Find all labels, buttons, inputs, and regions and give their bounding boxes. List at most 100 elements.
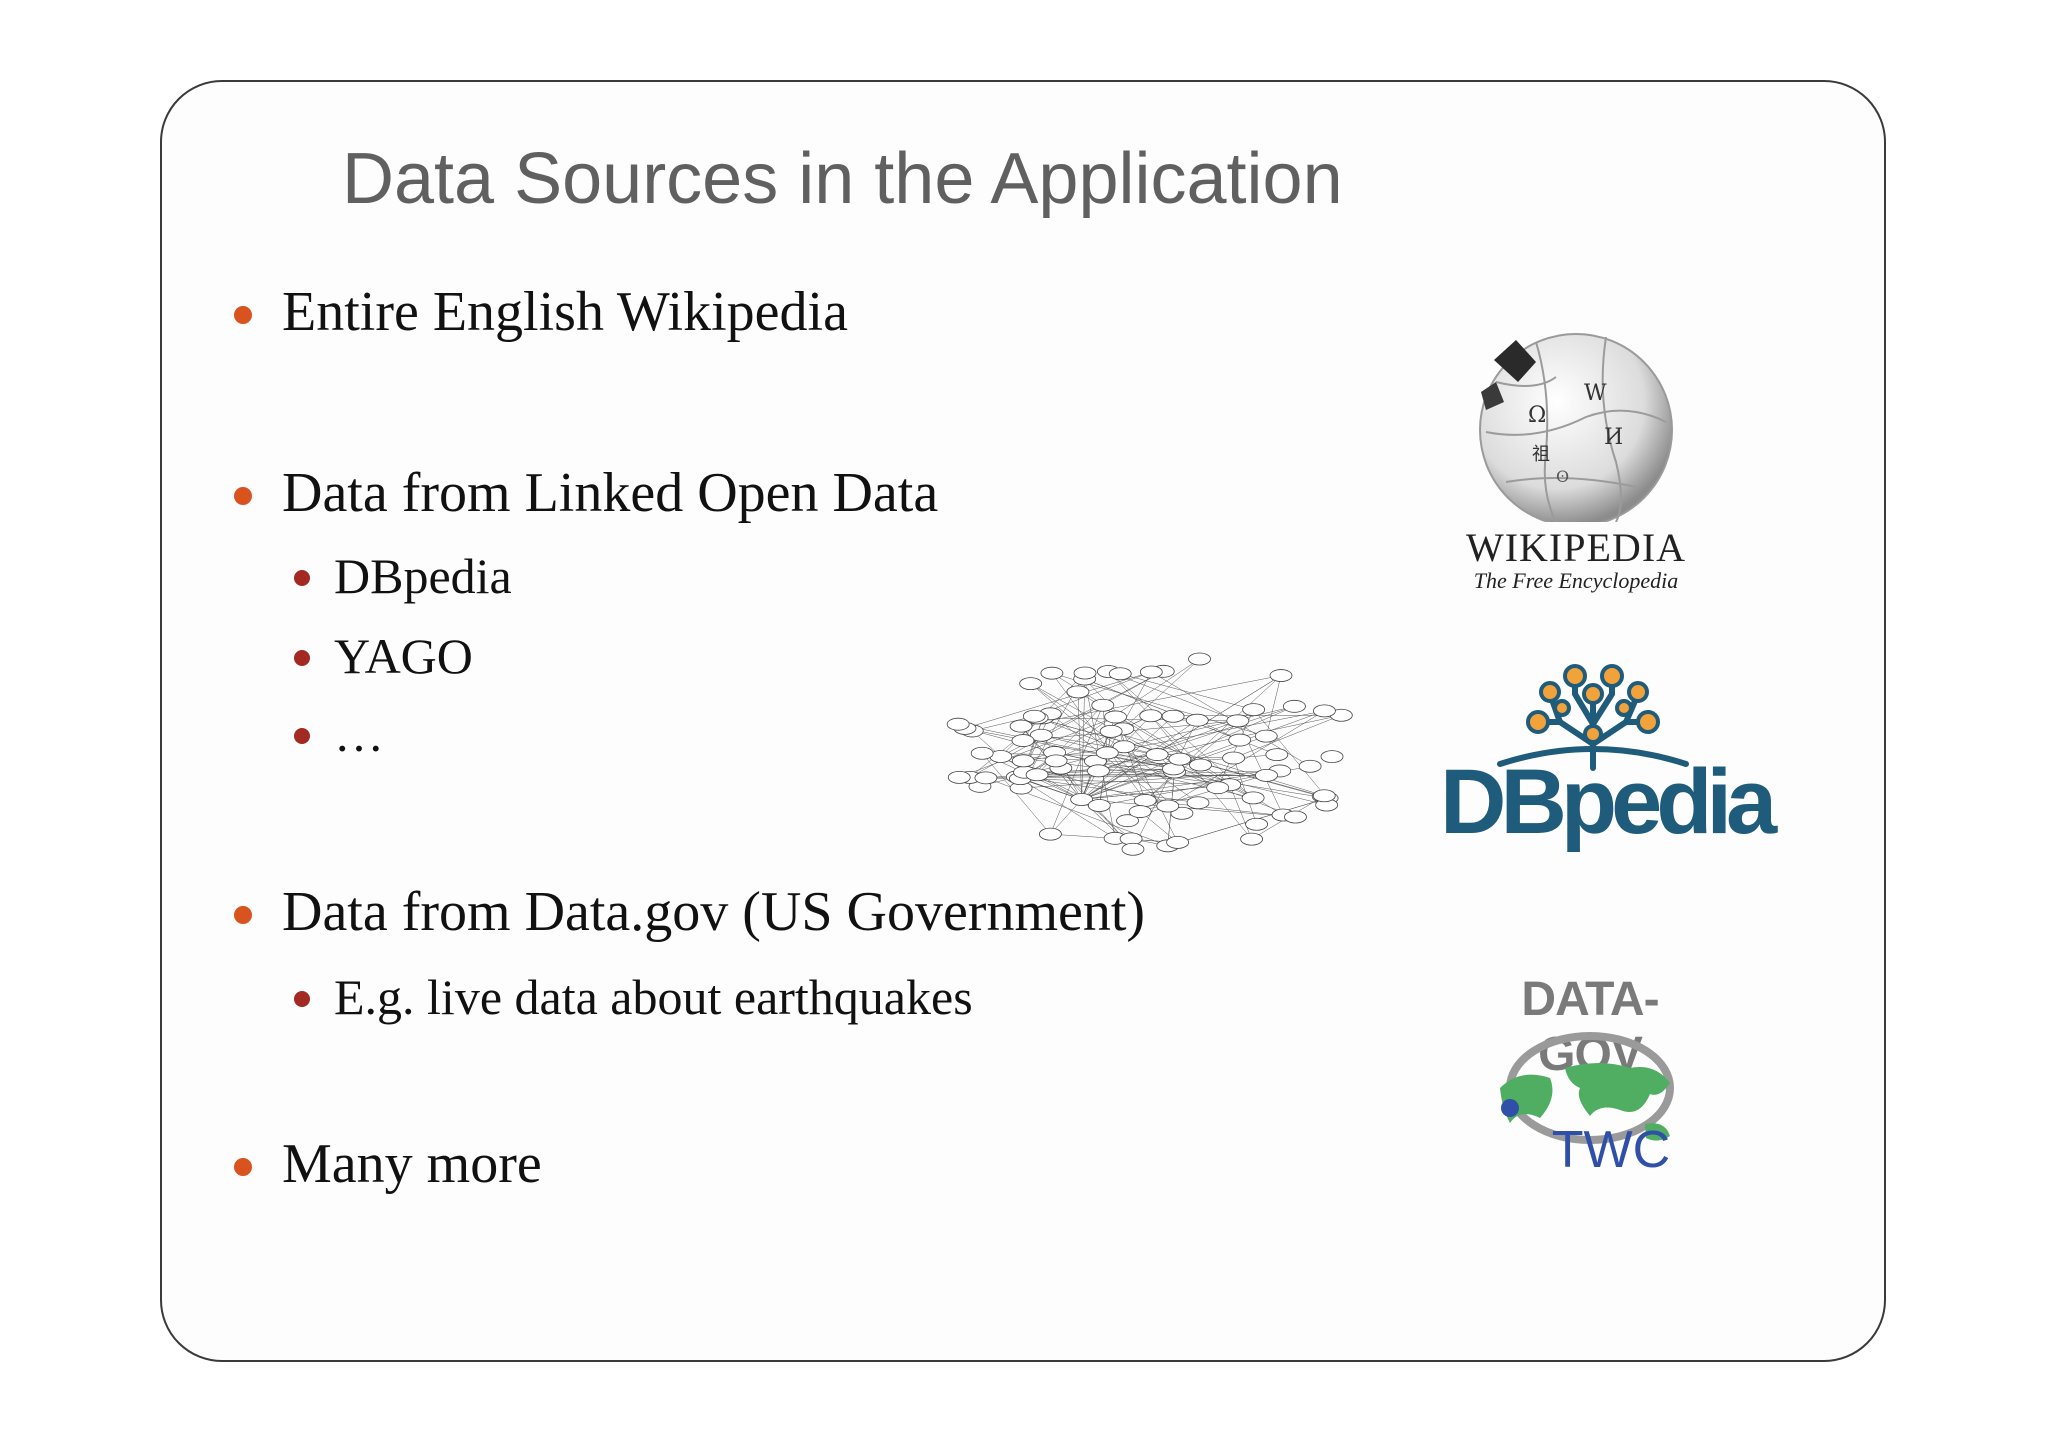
lod-link bbox=[1115, 716, 1178, 843]
svg-text:祖: 祖 bbox=[1532, 444, 1550, 465]
lod-node bbox=[1066, 685, 1090, 699]
lod-link bbox=[1081, 675, 1282, 800]
sub-bullet-more: … bbox=[334, 706, 384, 762]
lod-link bbox=[1157, 714, 1342, 755]
lod-node bbox=[1168, 752, 1192, 766]
lod-node bbox=[1044, 754, 1068, 768]
lod-link bbox=[1123, 706, 1295, 748]
lod-link bbox=[964, 671, 1152, 729]
lod-link bbox=[1145, 675, 1282, 801]
svg-text:И: И bbox=[1604, 425, 1623, 450]
wikipedia-tagline: The Free Encyclopedia bbox=[1473, 568, 1679, 593]
lod-node bbox=[1255, 768, 1278, 782]
lod-node bbox=[970, 746, 994, 760]
lod-node bbox=[1284, 810, 1307, 824]
lod-node bbox=[1086, 764, 1110, 778]
sub-bullet-dbpedia: DBpedia bbox=[334, 548, 512, 604]
lod-link bbox=[1037, 774, 1267, 776]
twc-wordmark: TWC bbox=[1551, 1121, 1671, 1179]
lod-link bbox=[1050, 799, 1082, 835]
lod-link bbox=[1081, 784, 1230, 800]
lod-link bbox=[958, 723, 1174, 770]
svg-text:W: W bbox=[1584, 381, 1607, 406]
lod-node bbox=[1022, 709, 1046, 723]
lod-link bbox=[1030, 683, 1218, 788]
lod-node bbox=[947, 771, 971, 784]
lod-node bbox=[1087, 799, 1111, 812]
lod-link bbox=[1167, 710, 1325, 807]
lod-node bbox=[1025, 768, 1049, 782]
lod-node bbox=[1121, 842, 1145, 856]
svg-text:ʘ: ʘ bbox=[1556, 467, 1569, 486]
lod-node bbox=[1298, 759, 1322, 773]
bullet-entire-wikipedia: Entire English Wikipedia bbox=[282, 281, 848, 343]
bullet-linked-open-data: Data from Linked Open Data bbox=[282, 462, 939, 524]
lod-node bbox=[1038, 827, 1062, 841]
dbpedia-tree-icon bbox=[1497, 664, 1689, 771]
linked-open-data-cloud-diagram bbox=[946, 652, 1353, 856]
lod-node bbox=[1104, 710, 1128, 724]
lod-link bbox=[1229, 784, 1252, 840]
lod-link bbox=[1081, 710, 1325, 800]
lod-node bbox=[1099, 724, 1123, 738]
lod-node bbox=[1073, 666, 1097, 680]
lod-node bbox=[1029, 728, 1053, 742]
lod-node bbox=[1139, 709, 1163, 723]
bullet-data-gov: Data from Data.gov (US Government) bbox=[282, 881, 1146, 943]
lod-node bbox=[1320, 750, 1344, 764]
lod-node bbox=[946, 717, 970, 731]
sub-bullet-yago: YAGO bbox=[334, 628, 473, 684]
lod-node bbox=[1269, 669, 1293, 682]
lod-node bbox=[1242, 703, 1266, 717]
lod-link bbox=[1150, 715, 1201, 766]
lod-link bbox=[1120, 673, 1254, 710]
lod-node bbox=[1011, 754, 1035, 768]
lod-node bbox=[1070, 793, 1094, 806]
bullet-dot bbox=[234, 906, 252, 924]
lod-node bbox=[1040, 666, 1064, 680]
lod-link bbox=[1077, 691, 1082, 800]
lod-link bbox=[1107, 710, 1325, 754]
lod-node bbox=[1186, 796, 1210, 810]
lod-link bbox=[1051, 672, 1284, 816]
lod-node bbox=[1145, 748, 1169, 761]
dbpedia-logo: DBpedia bbox=[1440, 664, 1777, 864]
wikipedia-globe-icon: Ω W И 祖 ʘ bbox=[1479, 333, 1673, 527]
wikipedia-wordmark: WIKIPEDIA bbox=[1465, 525, 1687, 570]
lod-node bbox=[1245, 817, 1269, 831]
svg-text:Ω: Ω bbox=[1528, 403, 1546, 428]
lod-node bbox=[1161, 709, 1185, 723]
lod-node bbox=[1241, 791, 1265, 805]
lod-node bbox=[1133, 794, 1157, 807]
lod-node bbox=[1116, 814, 1139, 828]
lod-node bbox=[1112, 740, 1136, 754]
lod-node bbox=[1095, 746, 1119, 760]
lod-node bbox=[1188, 652, 1211, 666]
lod-node bbox=[1283, 699, 1306, 713]
lod-link bbox=[1084, 678, 1240, 741]
lod-link bbox=[1081, 754, 1158, 800]
lod-node bbox=[1189, 758, 1212, 772]
lod-node bbox=[1265, 748, 1289, 762]
lod-link bbox=[964, 728, 1174, 770]
lod-node bbox=[1170, 806, 1194, 820]
lod-node bbox=[1222, 751, 1246, 765]
lod-link bbox=[1050, 705, 1104, 835]
lod-node bbox=[1254, 729, 1278, 743]
lod-node bbox=[1185, 713, 1209, 727]
lod-link bbox=[1253, 709, 1328, 799]
lod-link bbox=[1108, 671, 1254, 799]
bullet-many-more: Many more bbox=[282, 1133, 542, 1195]
lod-link bbox=[1021, 675, 1282, 727]
slide-title: Data Sources in the Application bbox=[342, 139, 1343, 219]
lod-link bbox=[959, 716, 1116, 778]
sub-bullet-dot bbox=[294, 570, 310, 586]
lod-node bbox=[974, 771, 998, 785]
lod-node bbox=[1009, 719, 1033, 733]
lod-link bbox=[1021, 770, 1280, 789]
lod-node bbox=[1011, 734, 1035, 747]
sub-bullet-dot bbox=[294, 728, 310, 744]
lod-link bbox=[1233, 715, 1342, 759]
dbpedia-wordmark: DBpedia bbox=[1440, 751, 1777, 853]
lod-node bbox=[1166, 836, 1190, 849]
